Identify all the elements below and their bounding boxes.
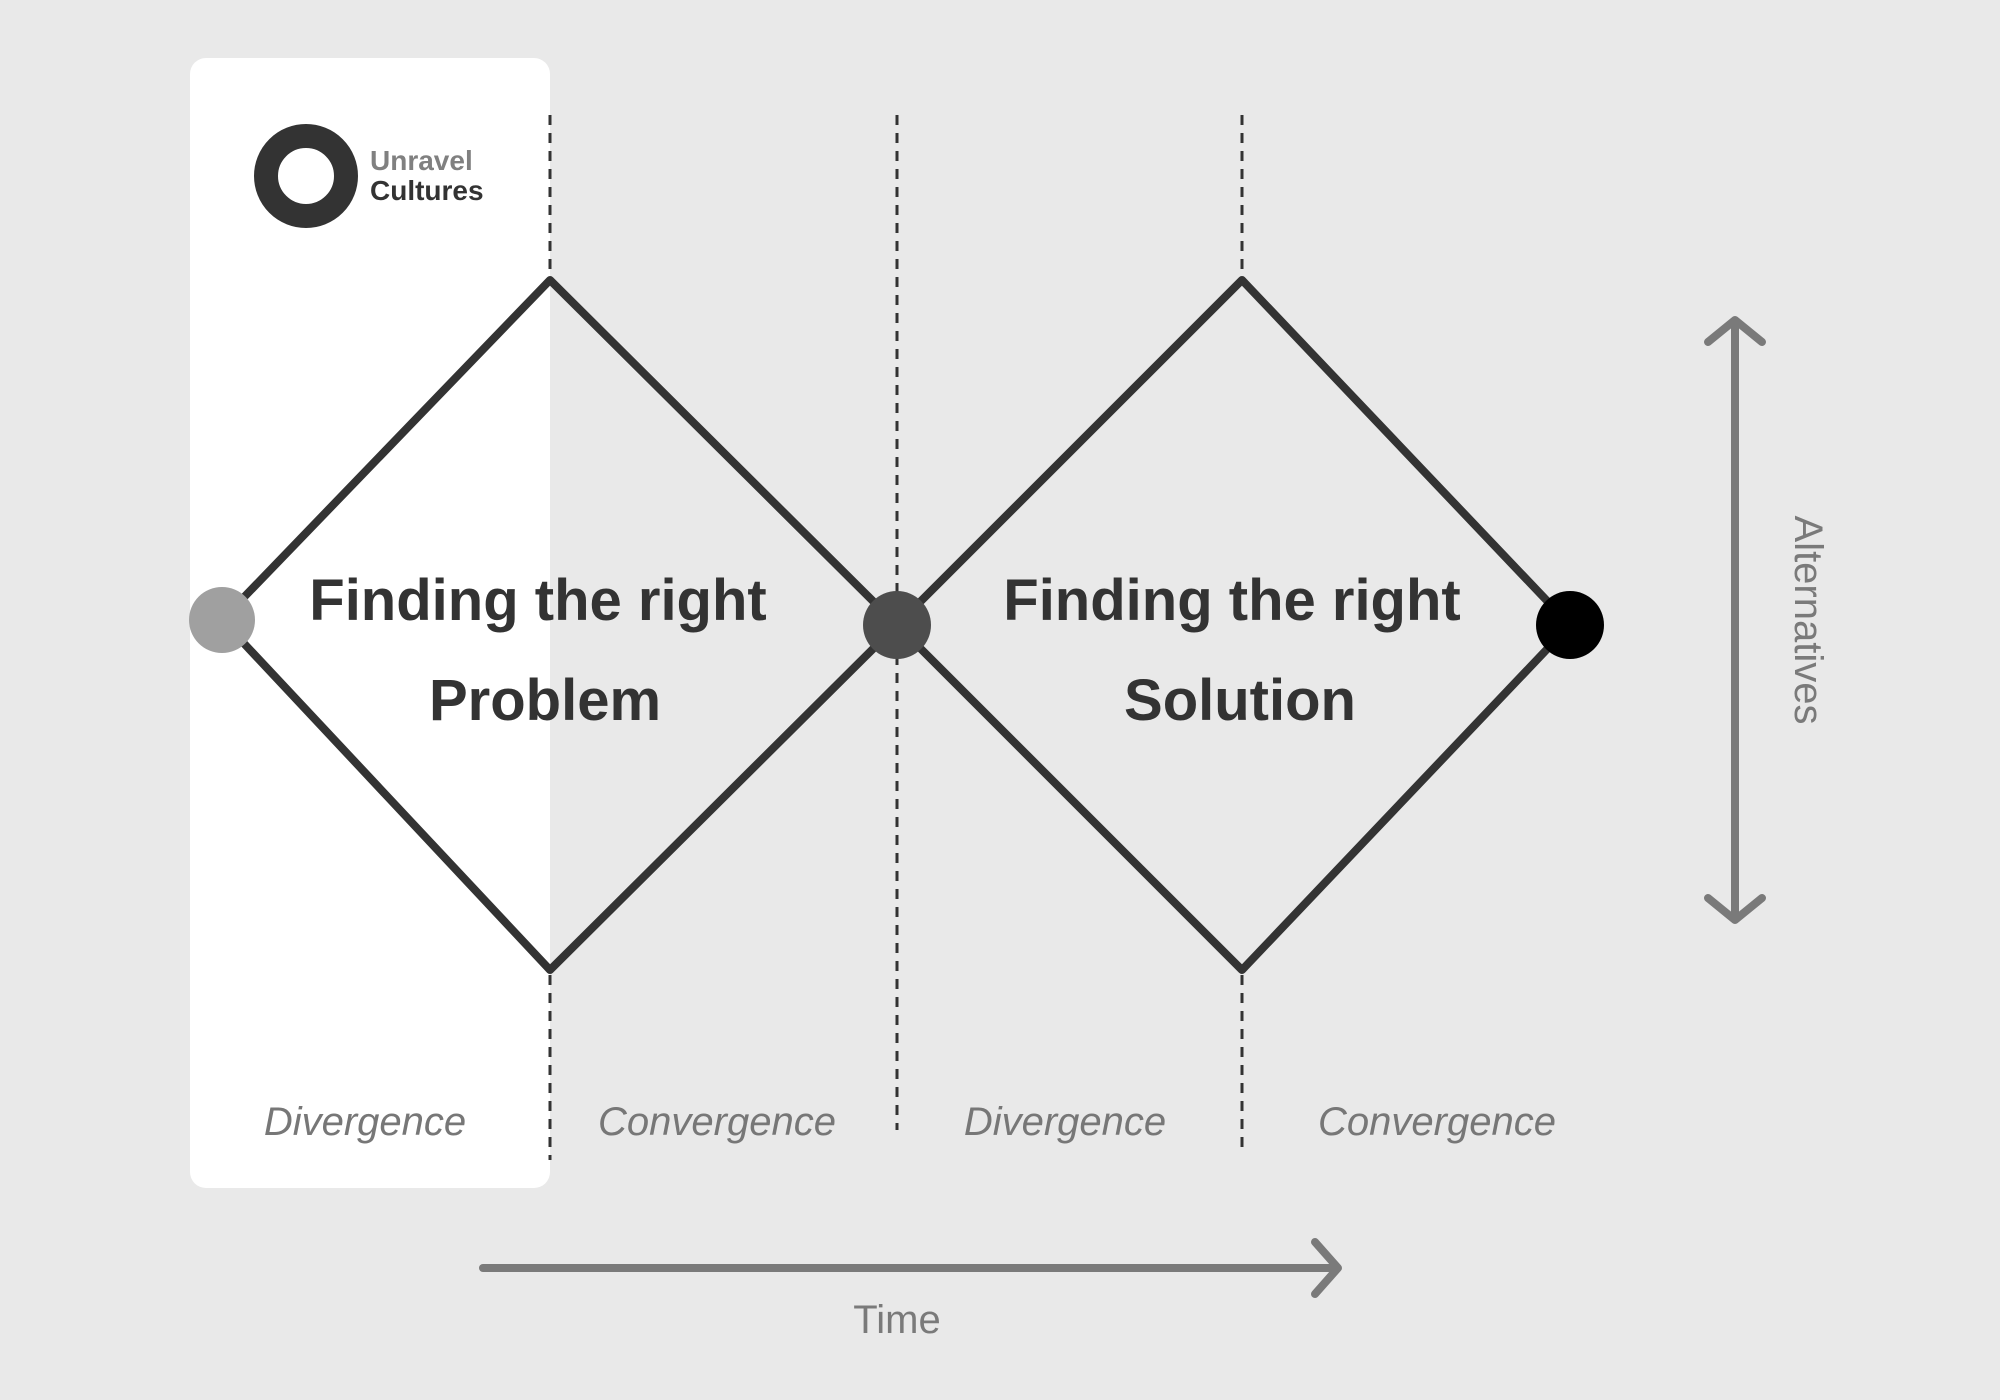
alternatives-arrow-up-head [1704, 316, 1766, 346]
ring-logo-icon [254, 124, 358, 228]
logo-line-2: Cultures [370, 175, 484, 206]
phase-label-convergence-2: Convergence [1318, 1100, 1556, 1144]
alternatives-axis-label: Alternatives [1786, 516, 1830, 725]
phase-label-convergence-1: Convergence [598, 1100, 836, 1144]
solution-title-line-1: Finding the right [1003, 568, 1460, 633]
end-node [1536, 591, 1604, 659]
logo: Unravel Cultures [254, 124, 484, 228]
phase-label-divergence-2: Divergence [964, 1100, 1166, 1144]
phase-labels: Divergence Convergence Divergence Conver… [264, 1100, 1556, 1144]
logo-line-1: Unravel [370, 145, 473, 176]
middle-node [863, 591, 931, 659]
alternatives-axis: Alternatives [1704, 316, 1830, 924]
arrow-right-head [1311, 1238, 1342, 1298]
time-axis: Time [479, 1238, 1342, 1342]
problem-title-line-1: Finding the right [309, 568, 766, 633]
solution-title-line-2: Solution [1124, 668, 1356, 733]
highlight-panel [190, 58, 550, 1188]
time-axis-label: Time [853, 1298, 940, 1342]
start-node [189, 587, 255, 653]
phase-label-divergence-1: Divergence [264, 1100, 466, 1144]
problem-title-line-2: Problem [429, 668, 661, 733]
alternatives-arrow-down-head [1704, 894, 1766, 924]
